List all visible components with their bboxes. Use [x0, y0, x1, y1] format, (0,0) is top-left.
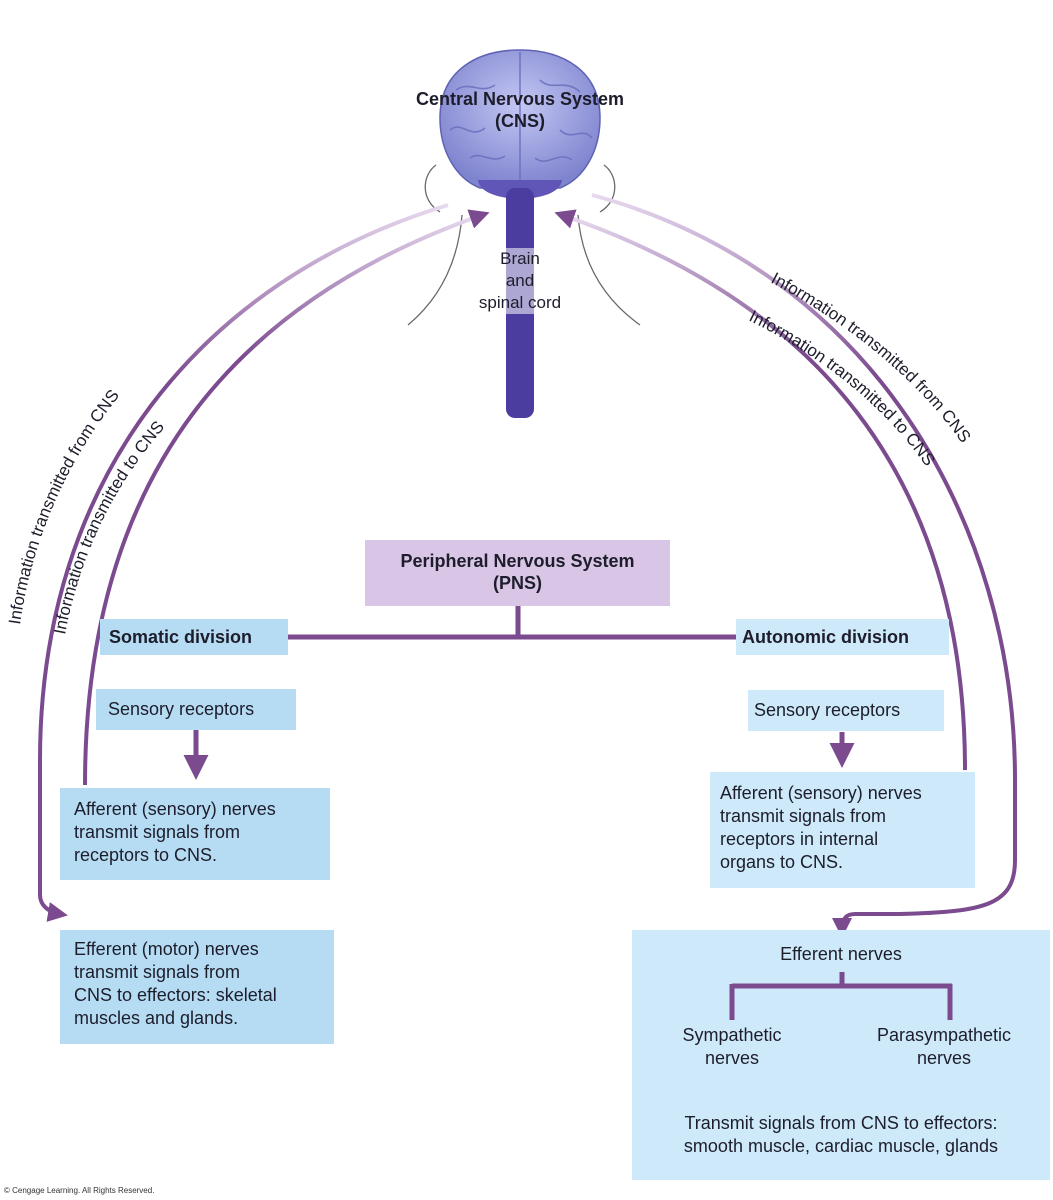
cns-title-line1: Central Nervous System [415, 89, 625, 109]
label-right-outer: Information transmitted from CNS [768, 269, 974, 446]
autonomic-afferent-line1: Afferent (sensory) nerves [720, 783, 922, 803]
efferent-nerves-label: Efferent nerves [780, 944, 902, 964]
brain-illustration [439, 49, 601, 418]
copyright-notice: © Cengage Learning. All Rights Reserved. [4, 1186, 155, 1195]
efferent-branch-lines [729, 972, 953, 1020]
effectors-label: Transmit signals from CNS to effectors: … [632, 1112, 1050, 1158]
parasympathetic-line2: nerves [916, 1048, 972, 1068]
arc-left-inner [83, 209, 490, 786]
pns-connectors [288, 606, 738, 640]
sympathetic-line1: Sympathetic [682, 1025, 782, 1045]
brain-label-line1: Brain [500, 249, 540, 268]
somatic-afferent-line1: Afferent (sensory) nerves [74, 799, 276, 819]
somatic-sensory-receptors-box: Sensory receptors [96, 689, 296, 730]
arcs [38, 193, 1017, 938]
brain-label: Brain and spinal cord [460, 248, 580, 314]
somatic-division-label: Somatic division [109, 627, 253, 647]
autonomic-afferent-line2: transmit signals from [720, 806, 887, 826]
autonomic-afferent-box: Afferent (sensory) nerves transmit signa… [710, 772, 975, 888]
somatic-efferent-line3: CNS to effectors: skeletal [74, 985, 277, 1005]
autonomic-efferent-panel: Efferent nerves Sympathetic nerves Paras… [632, 930, 1050, 1180]
autonomic-division-box: Autonomic division [736, 619, 949, 655]
cns-title: Central Nervous System (CNS) [360, 88, 680, 132]
pns-box: Peripheral Nervous System (PNS) [365, 540, 670, 606]
autonomic-afferent-line4: organs to CNS. [720, 852, 844, 872]
cns-title-line2: (CNS) [495, 111, 545, 131]
effectors-line2: smooth muscle, cardiac muscle, glands [683, 1136, 999, 1156]
somatic-afferent-line2: transmit signals from [74, 822, 241, 842]
brain-label-line2: and [505, 271, 535, 290]
autonomic-sensory-receptors-label: Sensory receptors [754, 700, 901, 720]
somatic-division-box: Somatic division [100, 619, 288, 655]
autonomic-sensory-receptors-box: Sensory receptors [748, 690, 944, 731]
autonomic-afferent-line3: receptors in internal [720, 829, 879, 849]
sympathetic-line2: nerves [704, 1048, 760, 1068]
somatic-efferent-box: Efferent (motor) nerves transmit signals… [60, 930, 334, 1044]
somatic-sensory-receptors-label: Sensory receptors [108, 699, 255, 719]
somatic-efferent-line2: transmit signals from [74, 962, 241, 982]
somatic-afferent-line3: receptors to CNS. [74, 845, 218, 865]
effectors-line1: Transmit signals from CNS to effectors: [684, 1113, 998, 1133]
pns-line2: (PNS) [493, 573, 542, 593]
somatic-efferent-line1: Efferent (motor) nerves [74, 939, 259, 959]
somatic-afferent-box: Afferent (sensory) nerves transmit signa… [60, 788, 330, 880]
arc-right-inner [554, 209, 967, 771]
arc-left-outer [38, 203, 449, 922]
brain-label-line3: spinal cord [478, 293, 562, 312]
arc-right-outer [591, 193, 1017, 938]
parasympathetic-line1: Parasympathetic [876, 1025, 1012, 1045]
somatic-efferent-line4: muscles and glands. [74, 1008, 239, 1028]
sympathetic-label: Sympathetic nerves [652, 1024, 812, 1070]
pns-line1: Peripheral Nervous System [400, 551, 635, 571]
autonomic-division-label: Autonomic division [742, 627, 910, 647]
parasympathetic-label: Parasympathetic nerves [854, 1024, 1034, 1070]
